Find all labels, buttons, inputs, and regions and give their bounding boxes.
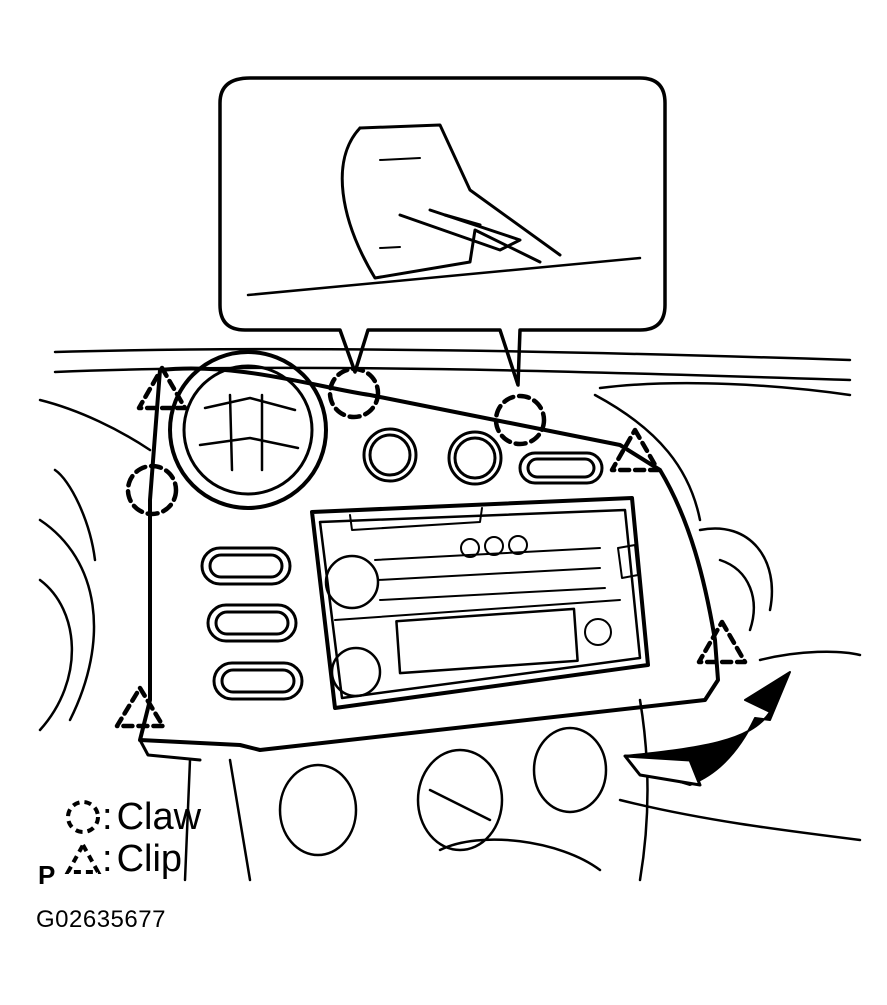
clip-marker-top-left xyxy=(136,365,188,411)
clip-marker-bottom-right xyxy=(696,619,748,665)
clip-markers xyxy=(114,365,748,729)
clip-marker-top-right xyxy=(609,427,661,473)
legend-clip-label: Clip xyxy=(116,838,183,880)
clip-marker-bottom-left xyxy=(114,685,166,729)
claw-marker-left-side xyxy=(125,463,179,517)
legend-separator: : xyxy=(102,796,113,838)
claw-markers xyxy=(125,366,547,517)
claw-marker-top-right xyxy=(493,393,547,447)
dashed-circle-icon xyxy=(66,800,100,834)
dash-panel xyxy=(138,350,720,762)
figure-code: G02635677 xyxy=(36,906,166,933)
legend-claw-label: Claw xyxy=(116,796,202,838)
inset-callout xyxy=(218,76,667,387)
dashed-triangle-icon xyxy=(64,840,102,874)
legend-clip: : Clip xyxy=(64,840,182,878)
legend-claw: : Claw xyxy=(64,798,201,836)
curved-arrow-icon xyxy=(623,671,791,787)
corner-letter: P xyxy=(38,860,56,890)
legend-separator: : xyxy=(102,838,113,880)
claw-marker-top-left xyxy=(327,366,381,420)
